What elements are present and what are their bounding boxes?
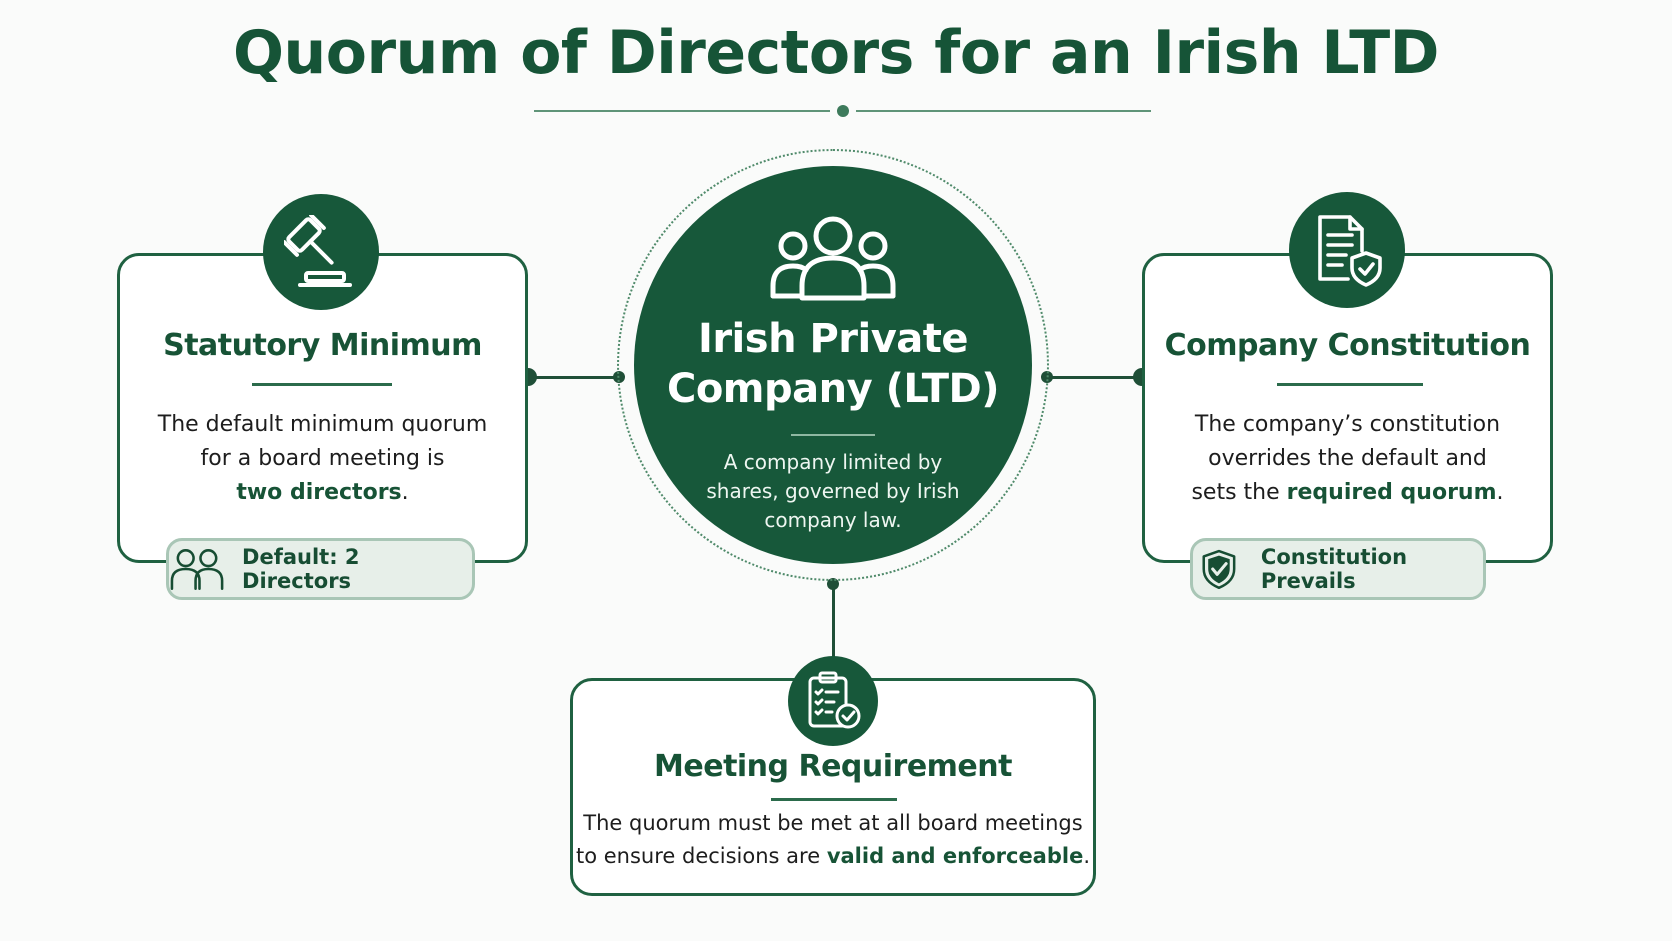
- constitution-prevails-label: Constitution Prevails: [1260, 545, 1408, 593]
- title-divider-left: [534, 110, 830, 112]
- card-title: Meeting Requirement: [654, 749, 1012, 784]
- center-description-line-3: company law.: [764, 508, 902, 532]
- connector-right: [1048, 376, 1142, 379]
- sentence-end: .: [401, 480, 409, 505]
- statutory-icon-badge: [263, 194, 379, 310]
- center-description-line-1: A company limited by: [723, 450, 943, 474]
- connector-left: [528, 376, 620, 379]
- center-title-line-2: Company (LTD): [666, 366, 1000, 412]
- card-description: The default minimum quorum for a board m…: [120, 408, 525, 510]
- group-of-people-icon: [770, 216, 896, 301]
- card-title: Company Constitution: [1164, 328, 1531, 363]
- card-description-line-3: two directors.: [120, 476, 525, 510]
- card-divider: [1277, 383, 1423, 386]
- center-dotted-ring: [617, 149, 1049, 581]
- center-node: Irish Private Company (LTD) A company li…: [634, 166, 1032, 564]
- center-title: Irish Private Company (LTD): [634, 314, 1032, 414]
- gavel-icon: [284, 215, 352, 287]
- sentence-start: sets the: [1191, 480, 1287, 505]
- highlight-valid-and-enforceable: valid and enforceable: [826, 844, 1084, 868]
- card-divider: [771, 798, 897, 801]
- connector-bottom-dot-center: [827, 578, 839, 590]
- constitution-icon-badge: [1289, 192, 1405, 308]
- card-description-line-2: overrides the default and: [1208, 446, 1487, 471]
- card-description-line-1: The quorum must be met at all board meet…: [583, 811, 1083, 835]
- card-description-line-1: The default minimum quorum: [157, 412, 488, 437]
- shield-check-icon: [1202, 549, 1236, 590]
- default-quorum-label: Default: 2 Directors: [242, 545, 360, 593]
- company-constitution-card: Company Constitution The company’s const…: [1142, 253, 1553, 563]
- card-description: The quorum must be met at all board meet…: [573, 807, 1093, 873]
- title-divider-dot: [837, 105, 849, 117]
- center-title-line-1: Irish Private: [697, 316, 969, 362]
- card-title: Statutory Minimum: [163, 328, 482, 363]
- page-title: Quorum of Directors for an Irish LTD: [233, 18, 1439, 88]
- card-description-line-2: for a board meeting is: [200, 446, 445, 471]
- constitution-prevails-badge: Constitution Prevails: [1190, 538, 1486, 600]
- highlight-two-directors: two directors: [236, 480, 402, 505]
- center-description: A company limited by shares, governed by…: [634, 448, 1032, 535]
- title-divider-right: [856, 110, 1151, 112]
- document-shield-icon: [1318, 215, 1382, 287]
- card-divider: [252, 383, 392, 386]
- center-divider: [791, 434, 875, 436]
- two-people-icon: [170, 549, 224, 590]
- card-description: The company’s constitution overrides the…: [1145, 408, 1550, 510]
- center-description-line-2: shares, governed by Irish: [706, 479, 960, 503]
- connector-bottom: [832, 585, 835, 665]
- sentence-start: to ensure decisions are: [575, 844, 827, 868]
- card-description-line-3: sets the required quorum.: [1145, 476, 1550, 510]
- meeting-icon-badge: [788, 656, 878, 746]
- card-description-line-1: The company’s constitution: [1194, 412, 1501, 437]
- default-quorum-badge: Default: 2 Directors: [166, 538, 475, 600]
- clipboard-check-icon: [808, 671, 861, 729]
- card-description-line-2: to ensure decisions are valid and enforc…: [573, 840, 1093, 873]
- highlight-required-quorum: required quorum: [1286, 480, 1497, 505]
- sentence-end: .: [1083, 844, 1091, 868]
- sentence-end: .: [1496, 480, 1504, 505]
